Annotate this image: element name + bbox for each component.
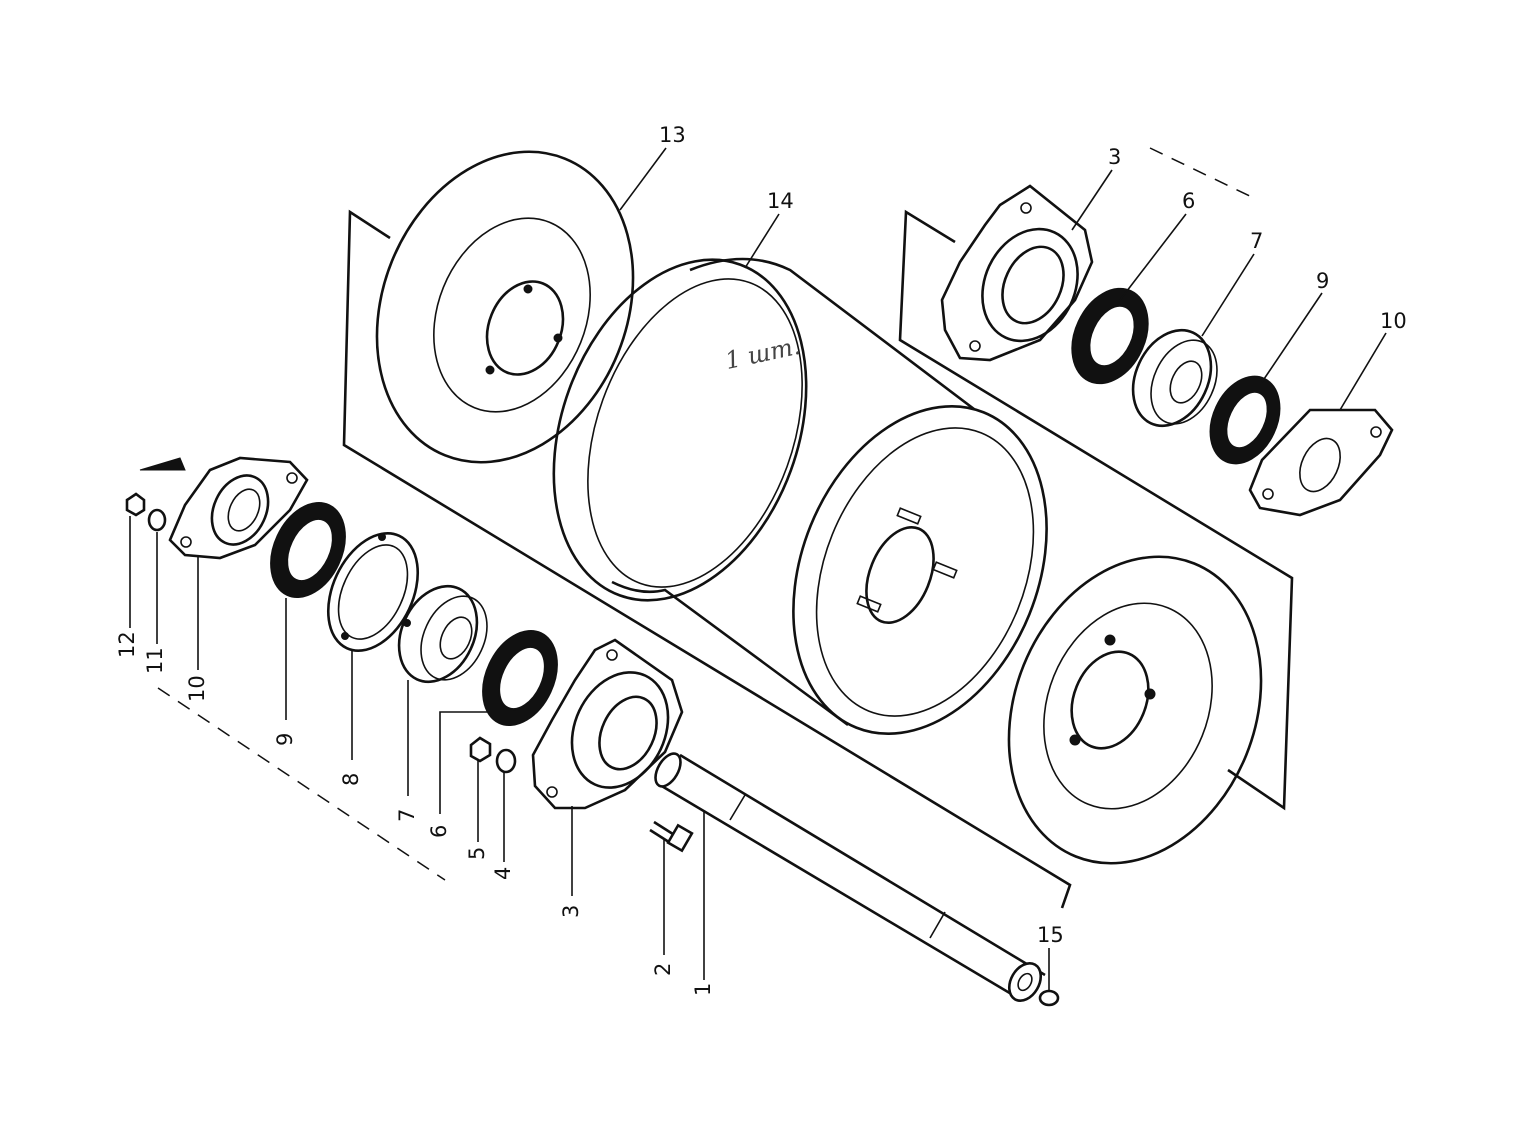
- callout-7-left: 7: [395, 809, 419, 822]
- flange-housing-right: [940, 184, 1094, 362]
- callout-1: 1: [691, 983, 715, 996]
- leader-lines: [129, 147, 1387, 992]
- callout-4: 4: [491, 867, 515, 880]
- callout-11: 11: [143, 647, 167, 674]
- key: [1038, 989, 1060, 1007]
- end-cover-left: [168, 456, 309, 560]
- callout-3-left: 3: [559, 905, 583, 918]
- ball-bearing-left: [397, 584, 488, 684]
- construction-lines: [157, 147, 1259, 881]
- washer: [495, 748, 517, 774]
- callout-13: 13: [659, 123, 686, 147]
- callout-10-left: 10: [185, 675, 209, 702]
- retaining-plate: [326, 532, 420, 652]
- drum-shell: 1 шт.: [552, 257, 1048, 736]
- callout-10-right: 10: [1380, 309, 1407, 333]
- end-disc-right: [1007, 555, 1263, 865]
- callout-14: 14: [767, 189, 794, 213]
- nut: [469, 736, 492, 763]
- callout-9-right: 9: [1316, 269, 1329, 293]
- callout-6-left: 6: [427, 825, 451, 838]
- callout-labels: 13 14 3 6 7 9 10 12 11 10 9 8 7 6 5 4 3 …: [115, 123, 1407, 996]
- seal-ring-left: [482, 629, 558, 727]
- callout-9-left: 9: [273, 733, 297, 746]
- end-disc-left: [375, 150, 635, 464]
- washer-left: [147, 508, 167, 532]
- callout-2: 2: [651, 963, 675, 976]
- callout-12: 12: [115, 631, 139, 658]
- flange-housing-left: [531, 638, 684, 810]
- handwritten-note: 1 шт.: [723, 332, 803, 375]
- callout-15: 15: [1037, 923, 1064, 947]
- bolt: [649, 820, 694, 853]
- left-bracket-frame: [342, 209, 1072, 909]
- callout-5: 5: [465, 847, 489, 860]
- callout-8: 8: [339, 773, 363, 786]
- ball-bearing-right: [1131, 328, 1218, 428]
- callout-3-right: 3: [1108, 145, 1121, 169]
- seal-ring-right: [1071, 287, 1149, 385]
- stud-bolts: [856, 507, 958, 613]
- shaft: [654, 752, 1046, 1002]
- right-bracket-frame: [898, 209, 1294, 811]
- arrow-marker: [139, 457, 186, 471]
- callout-6-right: 6: [1182, 189, 1195, 213]
- seal-ring-outer-right: [1209, 375, 1281, 465]
- nut-left: [125, 492, 146, 517]
- end-cover-right: [1248, 408, 1394, 517]
- seal-ring-outer-left: [270, 501, 346, 599]
- callout-7-right: 7: [1250, 229, 1263, 253]
